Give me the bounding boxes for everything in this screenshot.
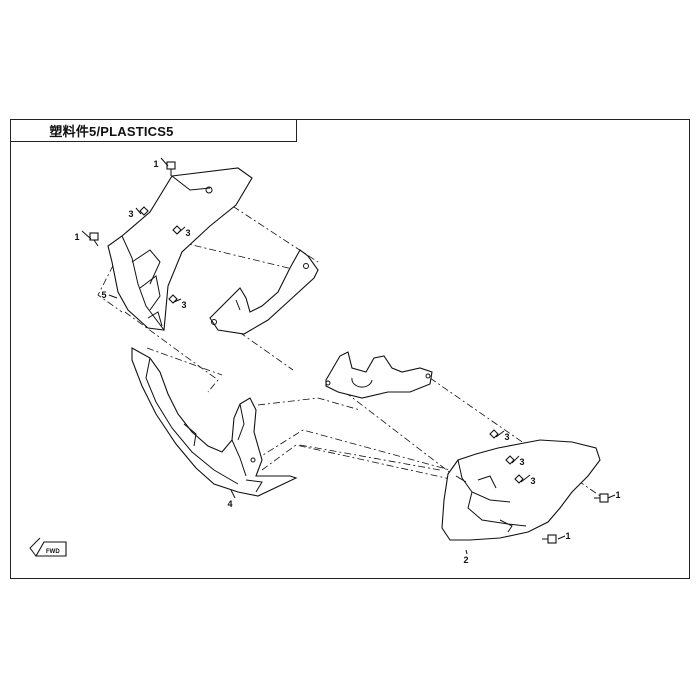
forward-direction-arrow: FWD <box>29 537 67 557</box>
callout-leader-line <box>511 455 520 464</box>
callout-leader-line <box>173 298 182 303</box>
callout-leader-line <box>557 535 566 540</box>
part-2-lower-right-cover <box>441 439 601 541</box>
bolt-icon <box>166 161 176 176</box>
callout-leader-line <box>607 494 616 499</box>
fwd-label: FWD <box>46 549 60 555</box>
callout-number-3: 3 <box>185 228 190 238</box>
page-title: 塑料件5/PLASTICS5 <box>49 124 174 139</box>
bolt-icon <box>542 534 557 544</box>
callout-number-3: 3 <box>504 432 509 442</box>
callout-number-5: 5 <box>101 290 106 300</box>
clip-fasteners <box>139 206 524 484</box>
upper-mounting-bracket <box>209 249 319 335</box>
bolt-icon <box>89 232 99 247</box>
callout-leader-line <box>177 226 186 234</box>
callout-number-1: 1 <box>153 159 158 169</box>
callout-leader-line <box>108 294 118 299</box>
clip-icon <box>168 294 178 304</box>
callout-leader-line <box>160 157 169 167</box>
callout-leader-line <box>465 549 468 555</box>
callout-leader-line <box>135 207 142 215</box>
clip-icon <box>514 474 524 484</box>
part-5-upper-side-panel <box>107 167 253 331</box>
callout-leader-line <box>520 474 531 483</box>
callout-number-1: 1 <box>74 232 79 242</box>
callout-leader-line <box>230 489 236 499</box>
clip-icon <box>505 455 515 465</box>
clip-icon <box>489 429 499 439</box>
callout-leader-line <box>495 430 505 438</box>
callout-number-3: 3 <box>181 300 186 310</box>
part-4-lower-center-cover <box>131 347 298 497</box>
callout-leader-line <box>81 230 92 240</box>
callout-number-3: 3 <box>128 209 133 219</box>
callout-number-1: 1 <box>565 531 570 541</box>
clip-icon <box>139 206 149 216</box>
title-box: 塑料件5/PLASTICS5 <box>10 119 297 142</box>
callout-number-1: 1 <box>615 490 620 500</box>
callout-number-3: 3 <box>530 476 535 486</box>
callout-number-3: 3 <box>519 457 524 467</box>
callout-number-4: 4 <box>227 499 232 509</box>
bolt-icon <box>594 493 609 503</box>
bolt-fasteners <box>89 161 609 544</box>
mid-mounting-bracket <box>325 351 433 399</box>
callout-number-2: 2 <box>463 555 468 565</box>
diagram-frame <box>10 119 690 579</box>
